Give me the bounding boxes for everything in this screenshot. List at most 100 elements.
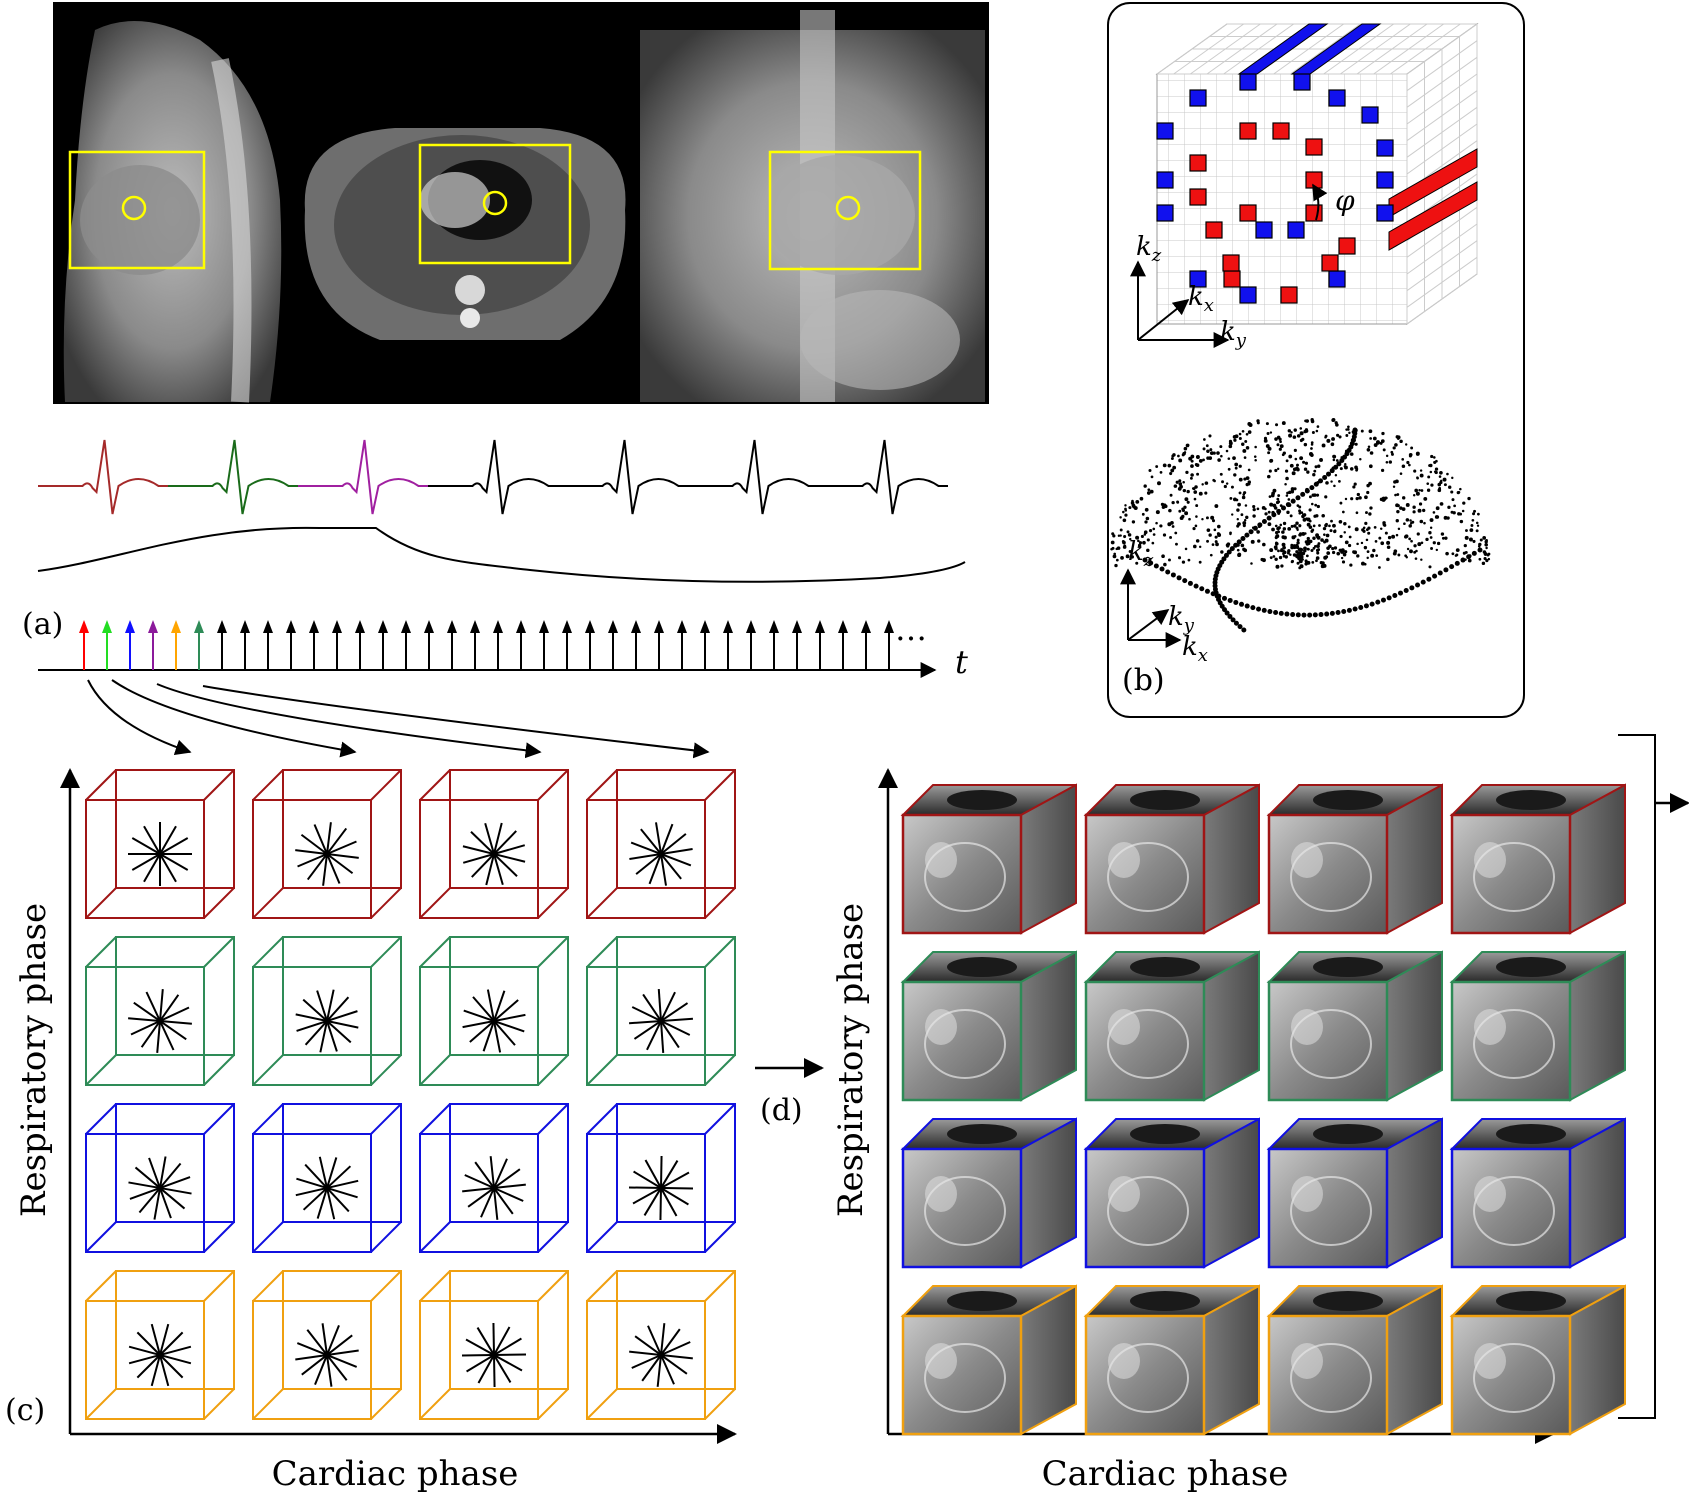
sphere-sample	[1356, 554, 1360, 558]
sphere-sample	[1182, 489, 1186, 493]
sphere-sample	[1475, 521, 1479, 525]
sphere-sample	[1146, 548, 1150, 553]
sphere-sample	[1305, 419, 1310, 423]
kspace-sample	[1239, 204, 1257, 222]
sphere-sample	[1196, 472, 1200, 476]
kspace-sample	[1287, 221, 1305, 239]
sphere-sample	[1290, 543, 1294, 547]
sphere-sample	[1384, 531, 1388, 535]
asterisk-spokes-icon	[128, 822, 192, 886]
kspace-sample	[1222, 254, 1240, 272]
sphere-sample	[1412, 505, 1416, 509]
sphere-sample	[1276, 497, 1280, 501]
sphere-sample	[1382, 448, 1386, 452]
sphere-sample	[1484, 542, 1488, 547]
sphere-sample	[1483, 556, 1487, 561]
sphere-sample	[1322, 526, 1327, 531]
sphere-sample	[1408, 463, 1411, 467]
sphere-sample	[1353, 482, 1357, 486]
sphere-sample	[1433, 456, 1436, 459]
sphere-sample	[1310, 443, 1314, 446]
sphere-sample	[1331, 418, 1336, 423]
sphere-sample	[1122, 540, 1126, 545]
sphere-sample	[1296, 528, 1299, 532]
sphere-sample	[1122, 510, 1125, 514]
sphere-sample	[1256, 530, 1260, 534]
sphere-sample	[1217, 458, 1221, 462]
sphere-sample	[1304, 428, 1309, 432]
sphere-sample	[1151, 541, 1155, 545]
sphere-sample	[1471, 518, 1475, 522]
sphere-sample	[1313, 514, 1317, 518]
sphere-sample	[1360, 541, 1364, 545]
sphere-sample	[1476, 524, 1480, 527]
sphere-sample	[1300, 511, 1304, 514]
sphere-sample	[1282, 545, 1286, 550]
sphere-sample	[1194, 524, 1198, 528]
sphere-sample	[1324, 434, 1328, 438]
sphere-sample	[1304, 461, 1309, 465]
sphere-sample	[1442, 477, 1447, 482]
sphere-sample	[1430, 483, 1434, 487]
sphere-sample	[1170, 457, 1174, 460]
sphere-sample	[1470, 523, 1474, 527]
sphere-sample	[1455, 553, 1459, 557]
sphere-sample	[1202, 458, 1205, 462]
sphere-sample	[1341, 560, 1346, 564]
sphere-sample	[1418, 489, 1421, 492]
sphere-sample	[1464, 535, 1469, 540]
sphere-sample	[1293, 487, 1297, 491]
sphere-sample	[1316, 535, 1321, 540]
sphere-sample	[1223, 484, 1227, 489]
sphere-sample	[1317, 542, 1321, 545]
sphere-sample	[1278, 555, 1283, 560]
sphere-sample	[1289, 553, 1292, 557]
sphere-sample	[1306, 547, 1310, 551]
sphere-sample	[1115, 558, 1119, 562]
sphere-sample	[1382, 521, 1386, 525]
sphere-sample	[1370, 553, 1375, 558]
sphere-sample	[1279, 444, 1284, 449]
ecg-beat	[688, 439, 818, 515]
sphere-sample	[1365, 528, 1369, 532]
sphere-sample	[1298, 533, 1302, 537]
sphere-sample	[1275, 564, 1280, 569]
right-y-label: Respiratory phase	[831, 903, 871, 1217]
sphere-sample	[1298, 524, 1302, 528]
sphere-sample	[1120, 555, 1124, 560]
sphere-sample	[1312, 524, 1316, 528]
sphere-sample	[1445, 551, 1449, 556]
sphere-sample	[1446, 472, 1449, 476]
sphere-sample	[1148, 529, 1153, 533]
sphere-sample	[1127, 533, 1132, 537]
sphere-sample	[1354, 442, 1358, 446]
sphere-sample	[1478, 557, 1482, 561]
sphere-sample	[1332, 454, 1336, 458]
label-c: (c)	[5, 1393, 45, 1428]
wireframe-cube-icon	[586, 936, 736, 1086]
sphere-sample	[1135, 535, 1140, 540]
sphere-sample	[1185, 470, 1189, 475]
sphere-sample	[1352, 550, 1356, 554]
sphere-sample	[1225, 449, 1229, 453]
sphere-sample	[1404, 443, 1408, 446]
sphere-sample	[1143, 530, 1148, 535]
sphere-sample	[1323, 533, 1326, 536]
sphere-sample	[1272, 555, 1276, 558]
roi-box	[68, 150, 206, 270]
sphere-sample	[1306, 536, 1310, 541]
sphere-sample	[1295, 521, 1299, 525]
sphere-sample	[1316, 425, 1320, 428]
ecg-beat	[558, 439, 688, 515]
sphere-sample	[1267, 474, 1271, 479]
sphere-sample	[1146, 538, 1150, 542]
sphere-sample	[1135, 499, 1140, 504]
sphere-sample	[1338, 480, 1341, 483]
sphere-sample	[1216, 524, 1221, 529]
sphere-sample	[1438, 487, 1442, 491]
sphere-sample	[1378, 536, 1382, 540]
sphere-sample	[1214, 540, 1218, 544]
sphere-sample	[1142, 540, 1146, 545]
image-volume-cube-icon	[1449, 1117, 1626, 1269]
sphere-sample	[1128, 549, 1132, 553]
